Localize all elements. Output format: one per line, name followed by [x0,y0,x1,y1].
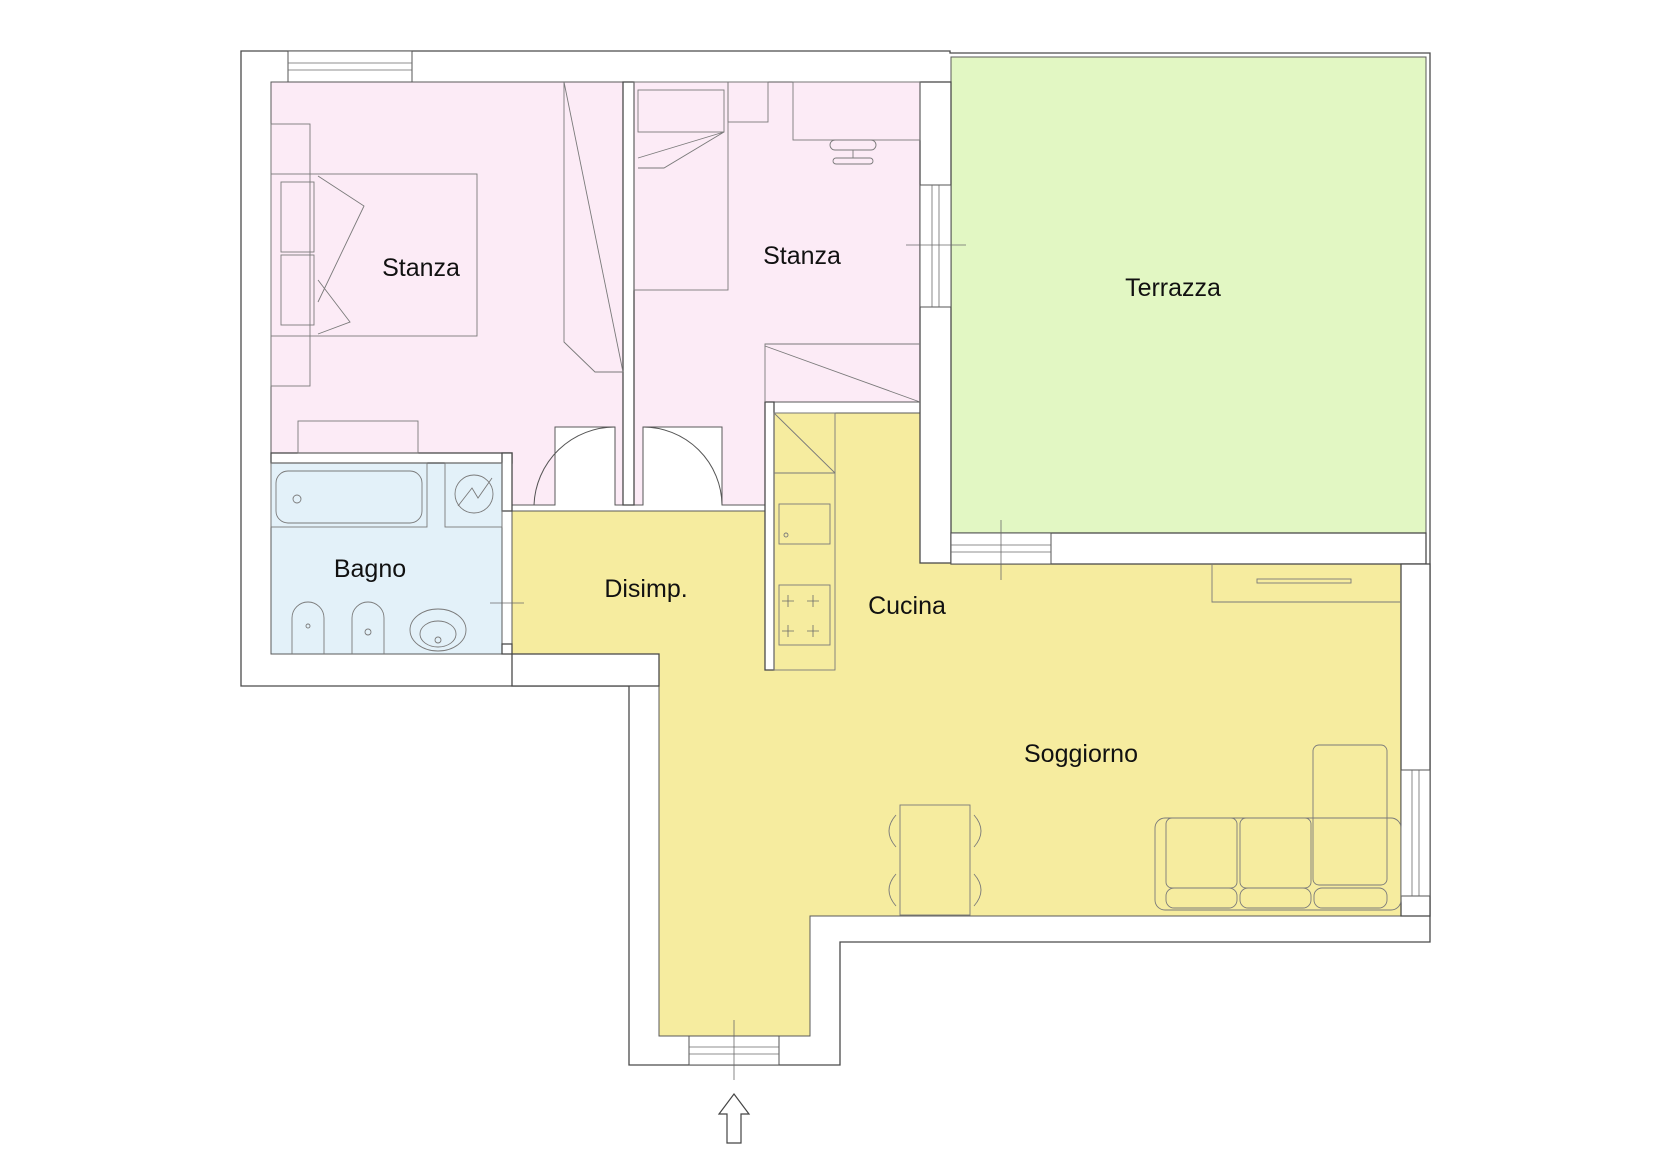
entrance-door [688,1020,780,1080]
nightstand [727,81,769,123]
boiler [444,462,503,528]
wall-kitchen-terrace [919,81,952,564]
wall-disimp-kitchen [764,401,775,671]
door-bedroom-left [533,426,616,506]
window-terrace-door [950,520,1052,580]
label-stanza-left: Stanza [382,254,460,282]
sink [778,503,831,545]
dining-table [888,804,982,916]
label-cucina: Cucina [868,592,946,620]
sideboard [1211,564,1401,603]
window-bedroom-right [906,184,966,308]
label-stanza-right: Stanza [763,242,841,270]
door-bedroom-right [642,426,723,506]
label-disimpegno: Disimp. [604,575,687,603]
wardrobe-right [764,343,921,403]
wall-bath-disimp [501,452,513,512]
double-bed [270,123,478,387]
kitchen-counter [773,412,836,671]
single-bed [633,81,729,291]
wall-bedrooms [622,81,635,506]
bathtub [270,462,428,528]
wall-bed-bath [270,452,513,464]
window-top-left [287,50,413,83]
washbasin [409,608,467,652]
toilet [291,601,325,654]
label-soggiorno: Soggiorno [1024,740,1138,768]
label-bagno: Bagno [334,555,406,583]
label-terrazza: Terrazza [1125,274,1221,302]
window-right [1400,769,1431,897]
entrance-arrow-icon [717,1093,751,1144]
sofa [1154,744,1402,911]
desk-with-chair [792,81,921,165]
wardrobe-left [563,81,624,373]
wall-disimp-bottom [511,653,660,687]
bidet [351,601,385,654]
stove [778,584,831,646]
wall-bath-disimp-low [501,643,513,655]
desk-bedroom-left [297,420,419,454]
